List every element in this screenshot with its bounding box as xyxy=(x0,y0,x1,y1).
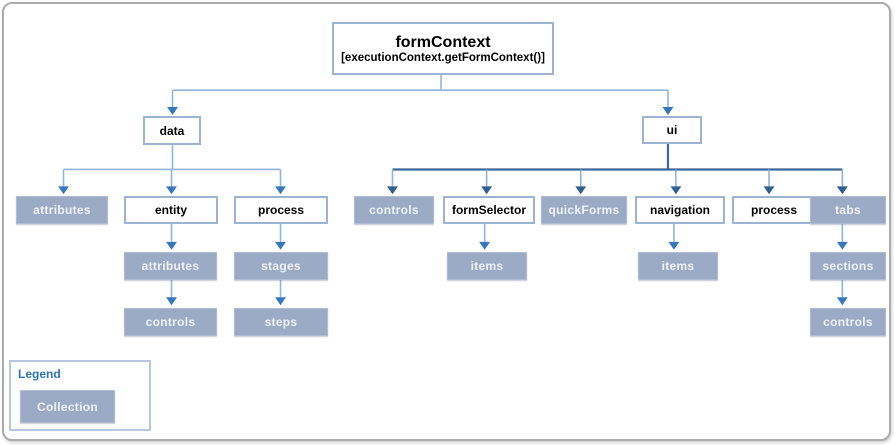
node-data-process: process xyxy=(234,196,328,224)
node-ui-process: process xyxy=(732,196,816,224)
legend-title: Legend xyxy=(18,367,61,381)
node-steps: steps xyxy=(234,308,328,336)
node-formcontext: formContext [executionContext.getFormCon… xyxy=(332,22,554,75)
node-stages: stages xyxy=(234,252,328,280)
node-formselector: formSelector xyxy=(443,196,535,224)
node-data-attributes: attributes xyxy=(16,196,108,224)
node-sections-controls: controls xyxy=(810,308,886,336)
node-sections: sections xyxy=(810,252,886,280)
connector-lines xyxy=(58,74,848,306)
node-entity-controls: controls xyxy=(124,308,217,336)
connector-level3 xyxy=(166,221,848,250)
connector-data-to-children xyxy=(58,143,286,195)
node-tabs: tabs xyxy=(810,196,886,224)
node-formselector-items: items xyxy=(447,252,527,280)
node-ui-controls: controls xyxy=(354,196,434,224)
node-quickforms: quickForms xyxy=(541,196,627,224)
connector-level4 xyxy=(166,277,848,306)
node-data: data xyxy=(143,116,201,145)
node-ui: ui xyxy=(642,116,702,144)
node-navigation: navigation xyxy=(635,196,725,224)
formcontext-title: formContext xyxy=(395,33,491,51)
node-entity: entity xyxy=(124,196,218,224)
diagram-canvas: formContext [executionContext.getFormCon… xyxy=(2,2,891,441)
legend-collection-swatch: Collection xyxy=(20,390,115,423)
connector-ui-to-children xyxy=(387,142,848,195)
node-navigation-items: items xyxy=(638,252,718,280)
legend-box: Legend Collection xyxy=(9,360,151,431)
connector-root-to-children xyxy=(167,74,674,115)
node-entity-attributes: attributes xyxy=(124,252,217,280)
formcontext-subtitle: [executionContext.getFormContext()] xyxy=(341,52,545,65)
